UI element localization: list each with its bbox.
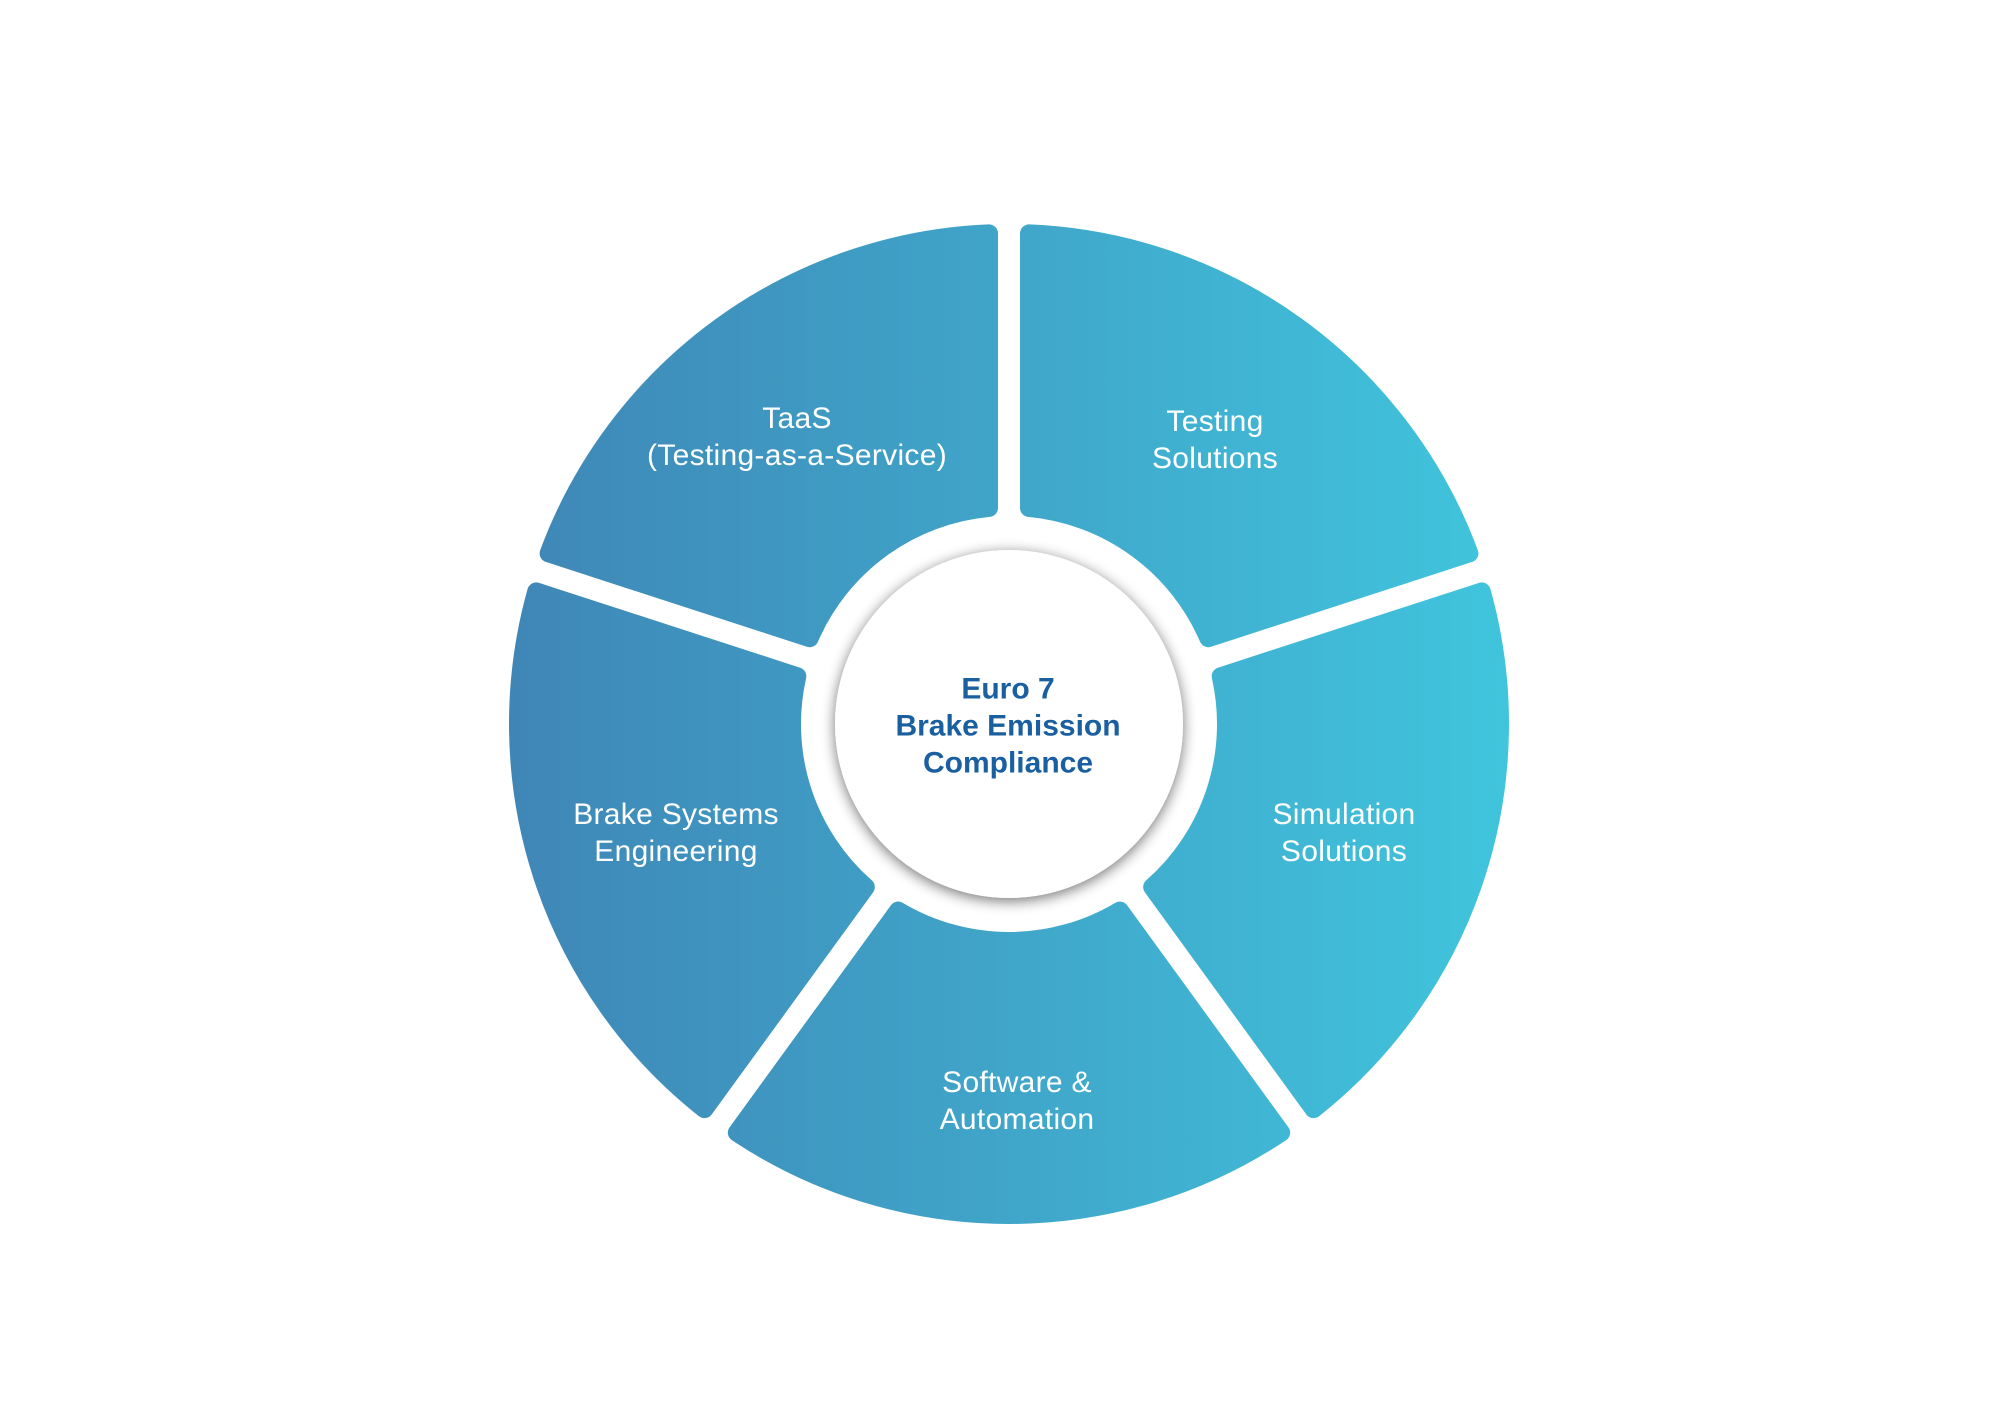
segment-brake-systems-engineering (509, 582, 875, 1119)
center-title-line: Brake Emission (895, 709, 1121, 743)
center-circle (835, 550, 1183, 898)
segment-software-automation (727, 901, 1291, 1224)
segment-simulation-solutions (1143, 582, 1509, 1119)
center-title: Euro 7 Brake Emission Compliance (895, 671, 1120, 782)
segment-testing-solutions (1020, 224, 1479, 648)
center-title-line: Euro 7 (961, 672, 1055, 706)
segment-label-taas: TaaS(Testing-as-a-Service) (646, 402, 948, 472)
segment-label-software-automation: Software &Automation (939, 1066, 1095, 1136)
segment-taas (539, 224, 998, 648)
center-title-line: Compliance (922, 746, 1094, 780)
